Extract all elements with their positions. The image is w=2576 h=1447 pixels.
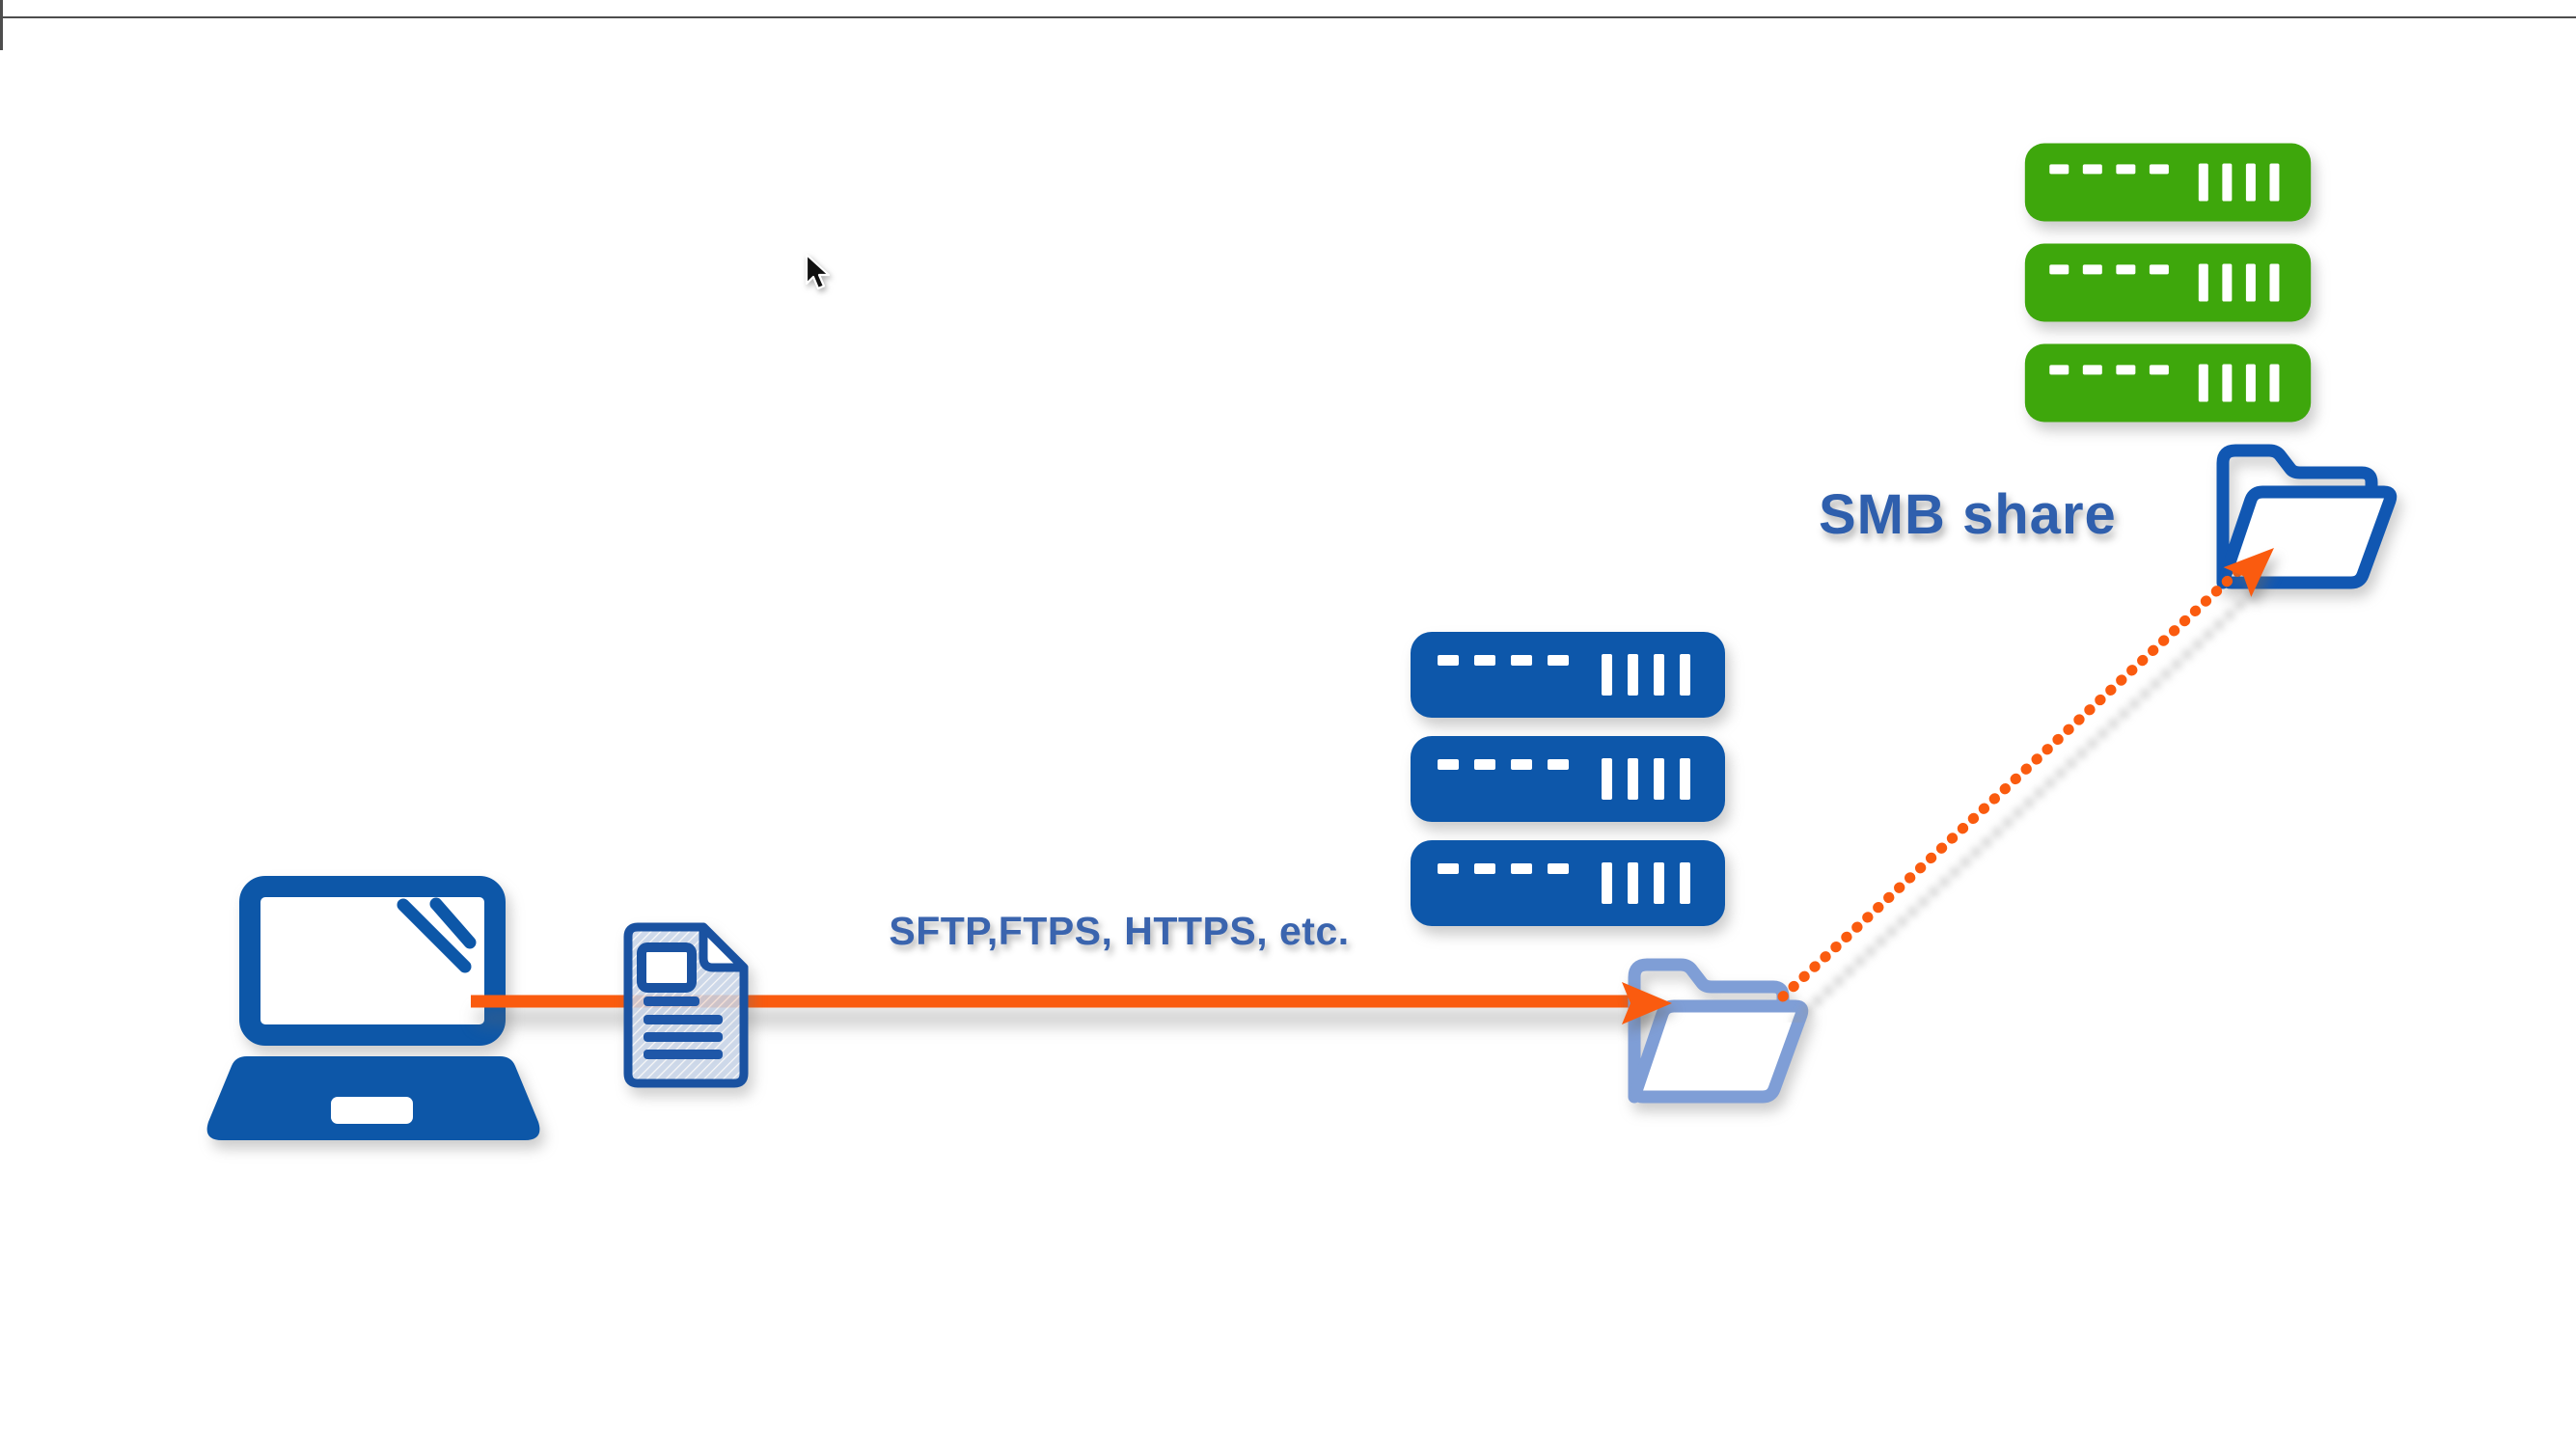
server-icon (2023, 140, 2313, 225)
laptop-icon (206, 876, 540, 1140)
transfer-server-stack (1409, 630, 1727, 928)
transfer-arrowhead-icon (1622, 982, 1672, 1024)
document-icon (623, 922, 749, 1088)
server-icon (2023, 341, 2313, 425)
smb-share-label: SMB share (1819, 483, 2117, 546)
window-top-border (0, 16, 2576, 18)
server-icon (1409, 734, 1727, 824)
server-icon (1409, 630, 1727, 720)
mouse-cursor (805, 253, 831, 290)
server-icon (1409, 838, 1727, 928)
server-icon (2023, 240, 2313, 325)
replication-dotted-arrow (1777, 548, 2274, 1023)
window-left-border (0, 0, 3, 50)
protocol-label: SFTP,FTPS, HTTPS, etc. (889, 909, 1350, 953)
smb-server-stack (2023, 140, 2313, 425)
